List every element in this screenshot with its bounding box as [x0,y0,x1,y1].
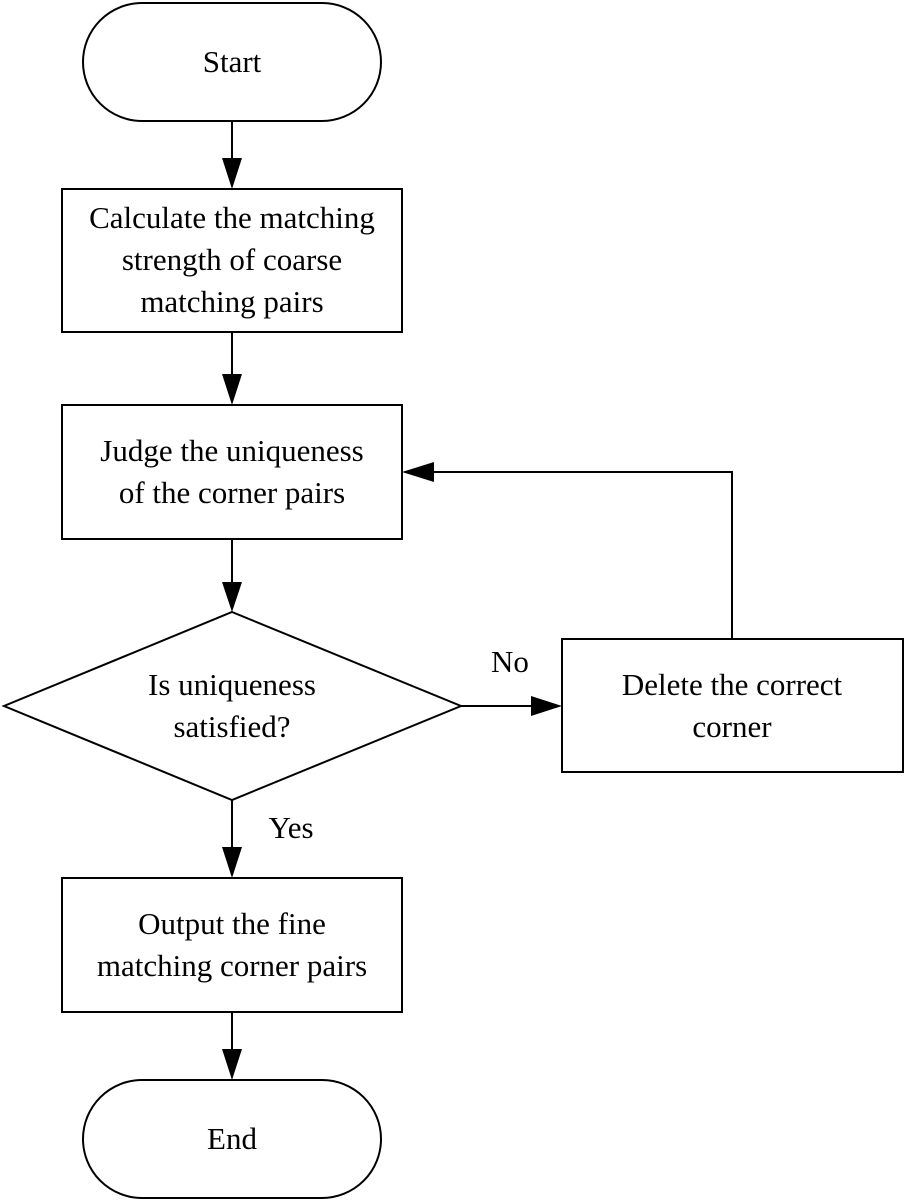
delete-node: Delete the correct corner [561,638,904,773]
arrowhead [222,374,242,405]
judge-node-text: Judge the uniqueness of the corner pairs [100,433,363,510]
node-text-line: Is uniqueness [148,667,316,702]
arrowhead [402,462,434,482]
arrowhead [531,696,562,716]
yes-label: Yes [268,810,313,845]
output-node: Output the fine matching corner pairs [61,877,403,1013]
calculate-node: Calculate the matching strength of coarse… [61,188,403,333]
node-text-line: satisfied? [173,709,290,744]
end-node: End [82,1079,382,1199]
decision-node: Is uniqueness satisfied? [1,610,464,802]
start-node: Start [82,2,382,122]
no-label: No [491,644,529,679]
node-text-line: corner [692,709,772,744]
node-text-line: End [207,1121,257,1156]
node-text-line: matching corner pairs [97,948,367,983]
node-text-line: Delete the correct [622,667,843,702]
edge-judge-to-decision [222,539,242,612]
arrowhead [222,582,242,612]
end-node-text: End [207,1121,257,1156]
arrowhead [222,847,242,878]
edge-start-to-calculate [222,121,242,189]
node-text-line: of the corner pairs [119,475,345,510]
arrowhead [222,158,242,189]
calculate-node-text: Calculate the matching strength of coarse… [89,200,375,319]
output-node-text: Output the fine matching corner pairs [97,906,367,983]
delete-node-text: Delete the correct corner [622,667,843,744]
node-text-line: Output the fine [138,906,326,941]
arrowhead [222,1049,242,1080]
node-text-line: strength of coarse [122,242,342,277]
judge-node: Judge the uniqueness of the corner pairs [61,404,403,540]
node-text-line: Start [203,44,262,79]
start-node-text: Start [203,44,262,79]
edge-delete-to-judge [402,462,733,639]
decision-node-text: Is uniqueness satisfied? [148,667,316,744]
node-text-line: Calculate the matching [89,200,375,235]
edge-calculate-to-judge [222,332,242,405]
edge-output-to-end [222,1012,242,1080]
edge-decision-to-delete [461,696,562,716]
node-text-line: matching pairs [140,284,323,319]
edge-decision-to-output [222,800,242,878]
node-text-line: Judge the uniqueness [100,433,363,468]
